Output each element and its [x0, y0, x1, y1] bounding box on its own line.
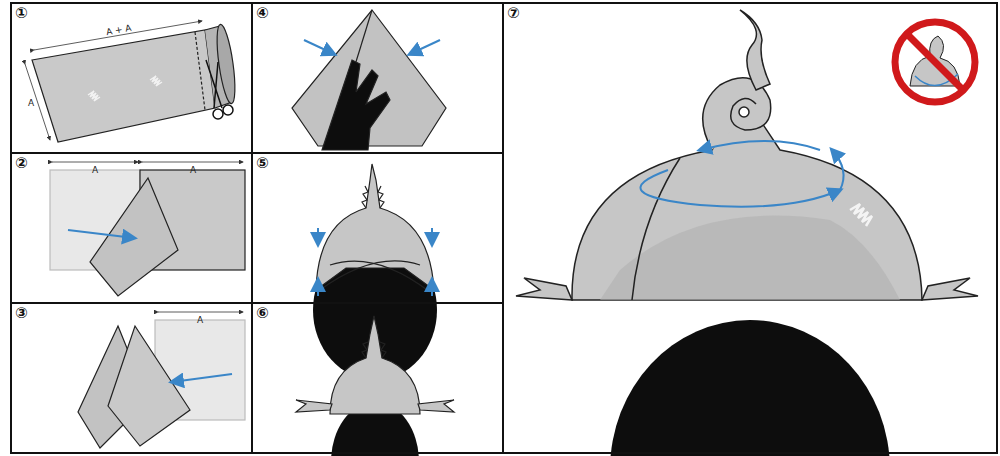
folding-step-3 [78, 320, 245, 448]
step-number: ② [15, 155, 28, 171]
step-number: ④ [256, 5, 269, 21]
step-panel: ⑥ [251, 302, 504, 454]
step-number: ⑤ [256, 155, 269, 171]
prohibited-sign [895, 22, 975, 102]
step-panel: ⑤ [251, 152, 504, 304]
scissors [206, 60, 233, 119]
dimension-label: A [190, 165, 196, 175]
step-panel: ① [10, 2, 253, 154]
step-panel: ③ [10, 302, 253, 454]
twist-arrow [640, 141, 843, 207]
dimension-label: A [92, 165, 98, 175]
step-panel: ⑦ [502, 2, 998, 454]
folding-step-2 [50, 170, 245, 296]
dimension-label: A [28, 98, 34, 108]
step-number: ① [15, 5, 28, 21]
step-number: ③ [15, 305, 28, 321]
step-panel: ④ [251, 2, 504, 154]
dimension-label: A [197, 315, 203, 325]
step-panel: ② [10, 152, 253, 304]
finished-hat [516, 10, 978, 456]
folding-step-6 [296, 316, 454, 456]
step-number: ⑦ [507, 5, 520, 21]
folding-step-4 [292, 10, 446, 150]
dimension-label: A + A [105, 23, 132, 37]
step-number: ⑥ [256, 305, 269, 321]
foil-sheet [32, 23, 238, 142]
